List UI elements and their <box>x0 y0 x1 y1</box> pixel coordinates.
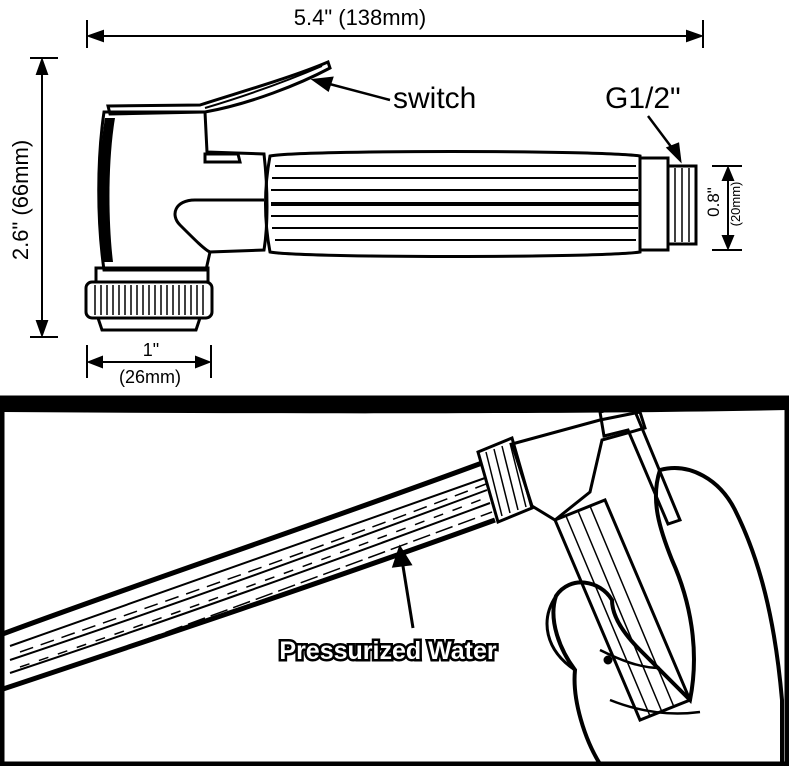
water-label: Pressurized Water <box>279 637 496 665</box>
length-label: 5.4" (138mm) <box>294 5 427 30</box>
water-stream <box>0 460 496 693</box>
spray-nozzle-head <box>476 435 534 525</box>
technical-drawing: 5.4" (138mm) 2.6" (66mm) 1" (26mm) <box>8 5 743 387</box>
head-body <box>97 110 269 272</box>
head-notch <box>203 152 242 164</box>
thread-callout-arrow <box>647 115 682 164</box>
thread-end <box>666 164 698 246</box>
handle-flutes <box>271 165 640 241</box>
switch-lever <box>106 59 332 116</box>
thread-label: G1/2" <box>605 82 681 115</box>
nozzle-tip <box>95 316 203 332</box>
spray-head-body <box>510 410 647 522</box>
thread-connector <box>638 156 670 252</box>
handle-body <box>264 150 642 258</box>
nozzle-width-inch-label: 1" <box>143 340 159 360</box>
thread-ridges <box>674 168 690 242</box>
water-callout-arrow <box>391 544 415 629</box>
thread-diameter-mm-label: (20mm) <box>728 182 743 227</box>
frame-vignette <box>2 398 787 414</box>
nozzle-knurling <box>94 285 204 315</box>
spray-lever <box>598 402 683 526</box>
thread-diameter-dimension <box>712 165 742 251</box>
thread-diameter-inch-label: 0.8" <box>704 187 723 217</box>
switch-lever-shine <box>204 65 323 109</box>
nozzle-width-mm-label: (26mm) <box>119 367 181 387</box>
finger-crease <box>599 648 701 715</box>
switch-label: switch <box>393 82 476 115</box>
knuckle-mark <box>603 655 613 665</box>
nozzle-width-dimension <box>86 345 212 378</box>
hand-outline <box>551 466 784 766</box>
head-curve <box>173 198 264 254</box>
height-label: 2.6" (66mm) <box>8 140 33 260</box>
length-dimension <box>86 20 704 48</box>
switch-callout-arrow <box>310 76 391 102</box>
head-shadow <box>99 118 115 262</box>
spray-photo: Pressurized Water <box>0 395 789 766</box>
sprayer-in-hand <box>476 402 784 766</box>
height-dimension <box>30 57 58 338</box>
thumb-outline <box>545 595 576 672</box>
